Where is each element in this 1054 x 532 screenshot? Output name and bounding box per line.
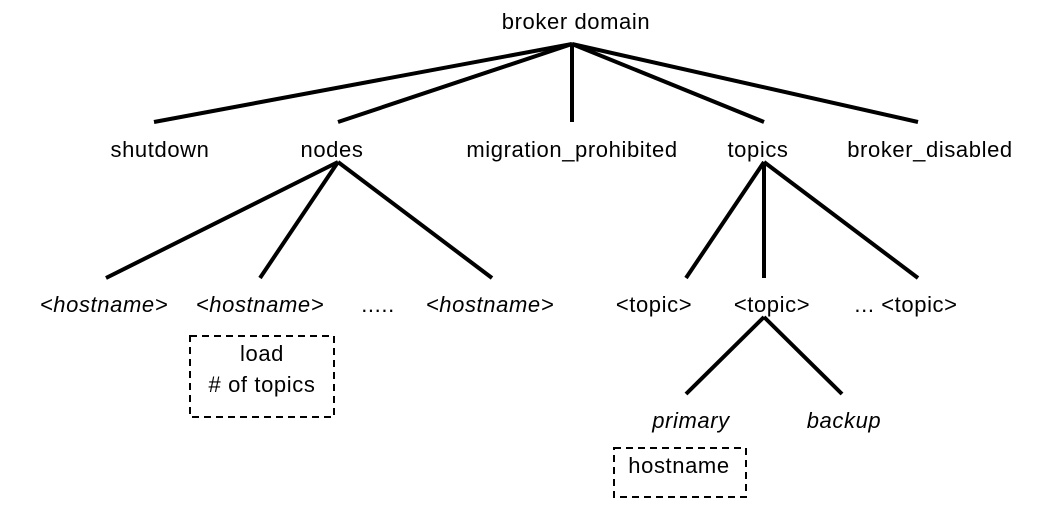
shutdown-node-label: shutdown	[111, 137, 210, 162]
edge-nodes-host3	[336, 160, 494, 280]
root-node-label: broker domain	[502, 9, 650, 34]
primary-hostname-box	[613, 447, 747, 498]
hostname-node-label-1: <hostname>	[40, 292, 168, 317]
edge-root-broker-disabled	[571, 42, 919, 124]
node-info-load-text: load	[240, 341, 284, 366]
nodes-edges	[105, 160, 494, 280]
edge-root-topics	[571, 42, 765, 124]
edge-topics-topic3	[762, 160, 920, 280]
topic-node-label-1: <topic>	[616, 292, 692, 317]
edge-topics-topic1	[684, 160, 766, 280]
edge-topic-backup	[762, 315, 844, 396]
migration-prohibited-node-label: migration_prohibited	[466, 137, 677, 162]
topic-edges	[684, 315, 844, 396]
primary-hostname-text: hostname	[628, 453, 729, 478]
edge-nodes-host2	[258, 160, 340, 280]
backup-node-label: backup	[807, 408, 882, 433]
edge-root-shutdown	[153, 42, 573, 124]
root-edges	[153, 42, 919, 124]
node-info-box	[189, 335, 335, 418]
edge-root-nodes	[337, 42, 573, 124]
topics-edges	[684, 160, 920, 280]
edge-topic-primary	[684, 315, 766, 396]
nodes-node-label: nodes	[301, 137, 364, 162]
topic-node-label-2: <topic>	[734, 292, 810, 317]
hostname-node-label-2: <hostname>	[196, 292, 324, 317]
primary-node-label: primary	[651, 408, 731, 433]
edge-nodes-host1	[105, 160, 339, 280]
topic-node-label-3-with-ellipsis: ... <topic>	[854, 292, 957, 317]
broker-disabled-node-label: broker_disabled	[847, 137, 1013, 162]
node-info-topic-count-text: # of topics	[209, 372, 316, 397]
hostname-node-label-3: <hostname>	[426, 292, 554, 317]
topics-node-label: topics	[727, 137, 788, 162]
hostname-ellipsis: .....	[361, 292, 395, 317]
